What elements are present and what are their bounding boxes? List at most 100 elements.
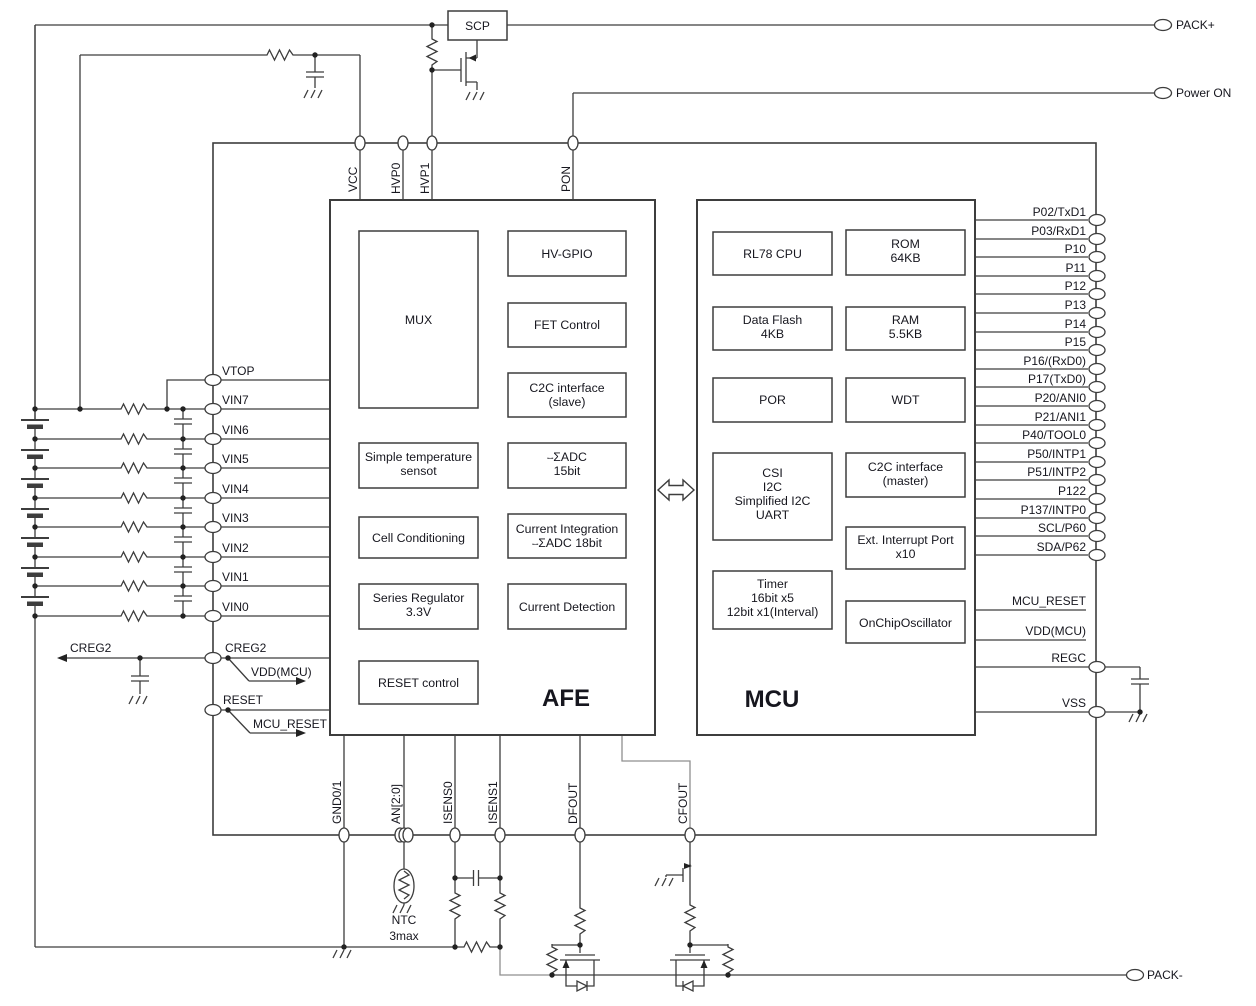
mcu-cpu-block [712,231,833,276]
ntc-thermistor-symbol [393,868,415,904]
mcu-wdt-block [845,377,966,423]
pin-label-p137: P137/INTP0 [1021,503,1087,517]
pin-vtop [204,373,222,387]
discharge-fet [546,943,600,993]
pin-p20 [1088,399,1106,413]
afe-cur-int-label-2: ⧿ΣADC 18bit [532,536,602,550]
pin-label-p122: P122 [1058,484,1086,498]
afe-cur-det-label: Current Detection [519,600,616,614]
net-label-creg2-out: CREG2 [70,641,112,655]
afe-adc-label-1: ⧿ΣADC [547,450,587,464]
pin-label-p02: P02/TxD1 [1033,205,1087,219]
mcu-osc-label: OnChipOscillator [859,616,952,630]
terminal-pack-plus [1153,18,1173,32]
pin-p13 [1088,306,1106,320]
mcu-oscillator-block [845,600,966,644]
afe-fet-control-block [507,302,627,348]
pin-p12 [1088,287,1106,301]
terminal-label-pack-minus: PACK- [1147,968,1183,982]
mcu-ram-label-2: 5.5KB [889,327,923,341]
terminal-pack-minus [1125,968,1145,982]
net-label-vdd-mcu-right: VDD(MCU) [1025,624,1086,638]
ntc-count-label: 3max [389,929,418,943]
afe-series-reg-label-2: 3.3V [406,605,432,619]
mcu-serial-label-1: CSI [762,466,783,480]
afe-mux-block [358,230,479,409]
pin-pon [567,135,579,151]
scp-block [447,10,508,41]
pin-gnd01 [338,827,350,843]
scp-protection-fet [460,40,485,101]
pin-cfout [684,827,696,843]
mcu-por-label: POR [759,393,786,407]
pin-vin2 [204,550,222,564]
net-label-vdd-mcu-left: VDD(MCU) [251,665,312,679]
afe-c2c-label-2: (slave) [549,395,586,409]
creg2-reset-wiring [57,654,330,737]
net-label-mcu-reset-left: MCU_RESET [253,717,328,731]
pin-vss [1088,705,1106,719]
net-label-mcu-reset-right: MCU_RESET [1012,594,1087,608]
mcu-rom-block [845,229,966,276]
mcu-labels: RL78 CPU ROM 64KB Data Flash 4KB RAM 5.5… [727,237,955,713]
pin-label-cfout: CFOUT [676,782,690,824]
pin-label-vin5: VIN5 [222,452,249,466]
pin-label-vin4: VIN4 [222,482,249,496]
pin-label-isens0: ISENS0 [441,781,455,824]
pin-label-p20: P20/ANI0 [1035,391,1087,405]
afe-current-integration-block [507,513,627,559]
pin-p15 [1088,343,1106,357]
pin-label-p10: P10 [1065,242,1087,256]
pin-label-regc: REGC [1051,651,1086,665]
afe-hv-gpio-block [507,230,627,277]
pin-p17 [1088,380,1106,394]
pin-p40 [1088,436,1106,450]
afe-c2c-slave-block [507,372,627,418]
mcu-c2c-master-block [845,452,966,498]
pin-label-isens1: ISENS1 [486,781,500,824]
mcu-c2c-label-2: (master) [883,474,929,488]
pin-label-pon: PON [559,166,573,192]
mcu-data-flash-label-2: 4KB [761,327,784,341]
mcu-c2c-label-1: C2C interface [868,460,943,474]
pin-label-vin2: VIN2 [222,541,249,555]
battery-stack [20,25,50,947]
mcu-serial-label-3: Simplified I2C [735,494,811,508]
left-net-labels: CREG2 VDD(MCU) MCU_RESET [70,641,328,731]
pin-an20-c [402,827,414,843]
afe-mcu-bus-arrow-icon [656,478,696,502]
mcu-title: MCU [745,686,800,713]
pin-label-vin7: VIN7 [222,393,249,407]
pin-label-hvp1: HVP1 [418,162,432,194]
pin-label-p50: P50/INTP1 [1027,447,1086,461]
pin-label-p13: P13 [1065,298,1087,312]
mcu-rom-label-1: ROM [891,237,920,251]
afe-cell-conditioning-block [358,516,479,559]
afe-reset-ctrl-label: RESET control [378,676,459,690]
pin-label-gnd01: GND0/1 [330,780,344,824]
afe-hv-gpio-label: HV-GPIO [541,247,592,261]
terminal-label-pack-plus: PACK+ [1176,18,1215,32]
pin-label-vin0: VIN0 [222,600,249,614]
pin-p10 [1088,250,1106,264]
mcu-por-block [712,377,833,423]
mcu-ram-label-1: RAM [892,313,919,327]
pin-regc [1088,660,1106,674]
mcu-rom-label-2: 64KB [890,251,920,265]
pin-p50 [1088,455,1106,469]
pin-vin1 [204,579,222,593]
mcu-wdt-label: WDT [892,393,920,407]
pin-hvp1 [426,135,438,151]
cfout-level-shift-fet [654,863,692,887]
pin-creg2 [204,651,222,665]
pin-p03 [1088,232,1106,246]
pin-label-p15: P15 [1065,335,1087,349]
pin-hvp0 [397,135,409,151]
mcu-data-flash-label-1: Data Flash [743,313,803,327]
bottom-external-wiring [35,735,696,976]
ic-package-outline [212,142,1097,836]
afe-adc-block [507,442,627,489]
pin-p11 [1088,269,1106,283]
pin-scl [1088,529,1106,543]
afe-temp-label-2: sensot [400,464,437,478]
